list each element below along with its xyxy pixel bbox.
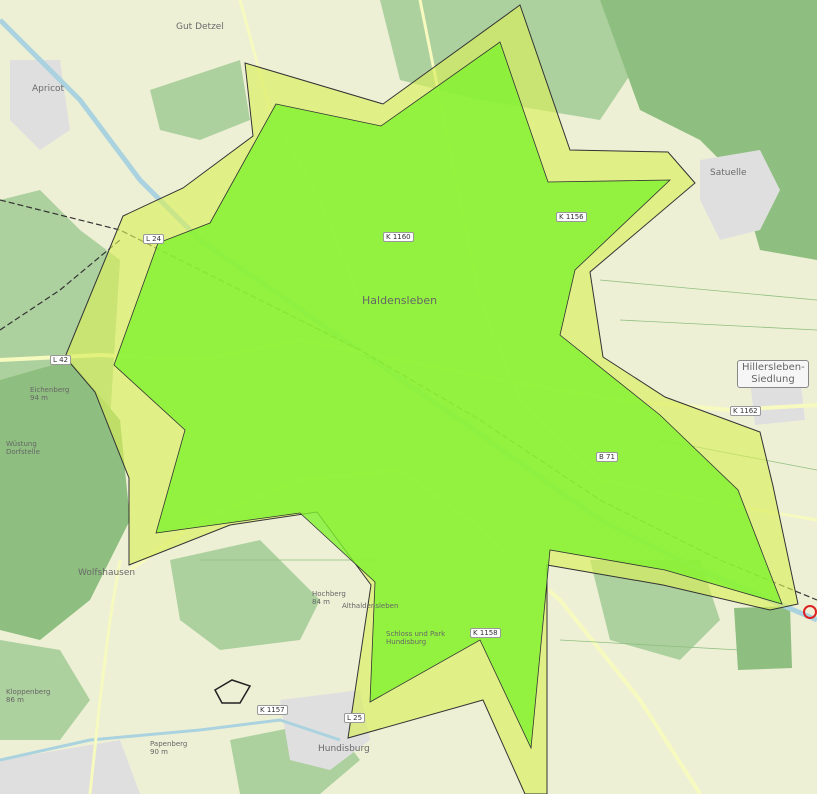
residential-area: [700, 150, 780, 240]
road-shield-k1157: K 1157: [257, 705, 288, 715]
forest-area: [0, 640, 90, 740]
place-label-apricot: Apricot: [32, 84, 65, 94]
forest-area: [150, 60, 250, 140]
railway: [0, 239, 121, 331]
road-shield-b71: B 71: [596, 452, 618, 462]
residential-area: [0, 740, 140, 794]
place-label-wolfshausen: Wolfshausen: [78, 568, 136, 578]
place-label-dorfstelle: Wüstung Dorfstelle: [6, 440, 40, 456]
road-shield-k1160: K 1160: [383, 232, 414, 242]
peak-label-papenberg: Papenberg 90 m: [150, 740, 188, 756]
road-shield-k1156: K 1156: [556, 212, 587, 222]
place-label-gut-detzel: Gut Detzel: [176, 22, 224, 32]
forest-area: [170, 540, 320, 650]
road-shield-l24: L 24: [143, 234, 165, 244]
peak-label-eichenberg: Eichenberg 94 m: [30, 386, 70, 402]
peak-label-kloppenberg: Kloppenberg 86 m: [6, 688, 51, 704]
field-boundaries: [39, 279, 817, 651]
place-label-haldensleben: Haldensleben: [362, 294, 438, 307]
forest-area: [0, 360, 130, 640]
place-label-hundisburg-park: Schloss und Park Hundisburg: [386, 630, 446, 646]
residential-area: [280, 690, 370, 770]
place-label-hundisburg: Hundisburg: [318, 744, 370, 754]
peak-label-hochberg: Hochberg 84 m: [312, 590, 346, 606]
place-label-satuelle: Satuelle: [710, 168, 747, 178]
road: [88, 559, 122, 794]
road-shield-k1158: K 1158: [470, 628, 501, 638]
place-label-althaldensleben: Althaldensleben: [342, 602, 399, 610]
road-shield-k1162: K 1162: [730, 406, 761, 416]
place-label-hillersleben-siedlung: Hillersleben- Siedlung: [737, 360, 809, 388]
forest-area: [734, 606, 792, 670]
road-shield-l42: L 42: [50, 355, 72, 365]
isochrone-inner-zone: [113, 41, 783, 750]
road-shield-l25: L 25: [344, 713, 366, 723]
river: [0, 718, 341, 762]
residential-area: [10, 60, 70, 150]
